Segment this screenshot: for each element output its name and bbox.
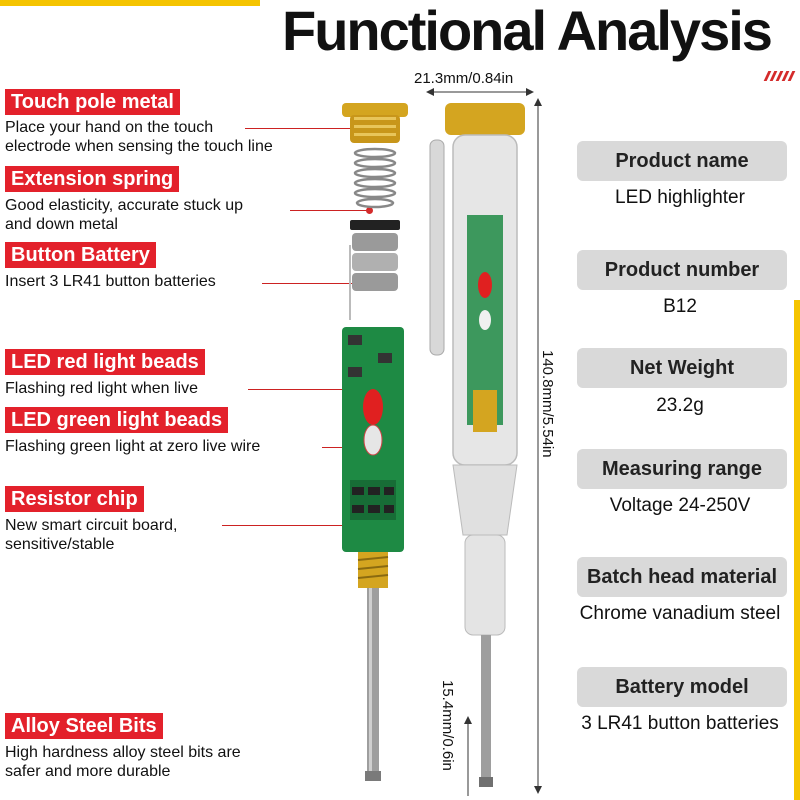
label-alloy-steel-bits: Alloy Steel Bits bbox=[5, 713, 163, 739]
desc-extension-spring-1: Good elasticity, accurate stuck up bbox=[5, 197, 244, 214]
spec-measuring-range-value: Voltage 24-250V bbox=[609, 495, 751, 516]
spec-measuring-range-heading: Measuring range bbox=[577, 449, 787, 489]
top-accent-bar bbox=[0, 0, 260, 6]
spec-product-number-value: B12 bbox=[663, 296, 697, 317]
desc-resistor-chip-1: New smart circuit board, bbox=[5, 517, 178, 534]
desc-led-red: Flashing red light when live bbox=[5, 380, 198, 397]
spec-net-weight-heading: Net Weight bbox=[577, 348, 787, 388]
desc-touch-pole-metal-1: Place your hand on the touch bbox=[5, 119, 214, 136]
desc-alloy-steel-bits-1: High hardness alloy steel bits are bbox=[5, 744, 241, 761]
steel-bit-icon bbox=[367, 588, 379, 778]
label-led-red: LED red light beads bbox=[5, 349, 205, 375]
desc-resistor-chip-2: sensitive/stable bbox=[5, 536, 115, 553]
leader-line-touch bbox=[245, 128, 370, 129]
leader-line-resistor bbox=[222, 525, 362, 526]
spec-net-weight-value: 23.2g bbox=[656, 395, 704, 416]
green-led-icon bbox=[363, 424, 383, 456]
leader-line-battery bbox=[262, 283, 372, 284]
washer-icon bbox=[350, 220, 400, 230]
desc-led-green: Flashing green light at zero live wire bbox=[5, 438, 261, 455]
dimension-length: 140.8mm/5.54in bbox=[539, 350, 556, 458]
label-resistor-chip: Resistor chip bbox=[5, 486, 144, 512]
pocket-clip-icon bbox=[429, 139, 445, 356]
spec-battery-model-value: 3 LR41 button batteries bbox=[581, 713, 779, 734]
spec-product-name-heading: Product name bbox=[577, 141, 787, 181]
spec-battery-model-heading: Battery model bbox=[577, 667, 787, 707]
label-button-battery: Button Battery bbox=[5, 242, 156, 268]
desc-button-battery: Insert 3 LR41 button batteries bbox=[5, 273, 216, 290]
page-title: Functional Analysis bbox=[282, 0, 773, 62]
dimension-lines bbox=[426, 88, 542, 796]
desc-alloy-steel-bits-2: safer and more durable bbox=[5, 763, 171, 780]
red-led-icon bbox=[363, 389, 383, 425]
leader-dot-spring bbox=[366, 207, 373, 214]
leader-line-led-red bbox=[248, 389, 363, 390]
touch-cap-icon bbox=[342, 103, 408, 117]
spec-product-name-value: LED highlighter bbox=[615, 187, 745, 208]
exploded-components-illustration bbox=[342, 103, 408, 781]
battery-stack-icon bbox=[352, 233, 398, 291]
assembled-pen-illustration bbox=[429, 103, 525, 787]
spec-product-number-heading: Product number bbox=[577, 250, 787, 290]
desc-touch-pole-metal-2: electrode when sensing the touch line bbox=[5, 138, 273, 155]
leader-line-spring bbox=[290, 210, 370, 211]
spec-batch-head-material-value: Chrome vanadium steel bbox=[579, 603, 781, 624]
desc-extension-spring-2: and down metal bbox=[5, 216, 118, 233]
label-touch-pole-metal: Touch pole metal bbox=[5, 89, 180, 115]
label-led-green: LED green light beads bbox=[5, 407, 229, 433]
right-accent-bar bbox=[794, 300, 800, 800]
spring-icon bbox=[353, 147, 397, 209]
decorative-stripes bbox=[763, 68, 796, 81]
dimension-tip: 15.4mm/0.6in bbox=[439, 680, 456, 771]
dimension-width: 21.3mm/0.84in bbox=[414, 70, 514, 87]
label-extension-spring: Extension spring bbox=[5, 166, 180, 192]
spec-batch-head-material-heading: Batch head material bbox=[577, 557, 787, 597]
